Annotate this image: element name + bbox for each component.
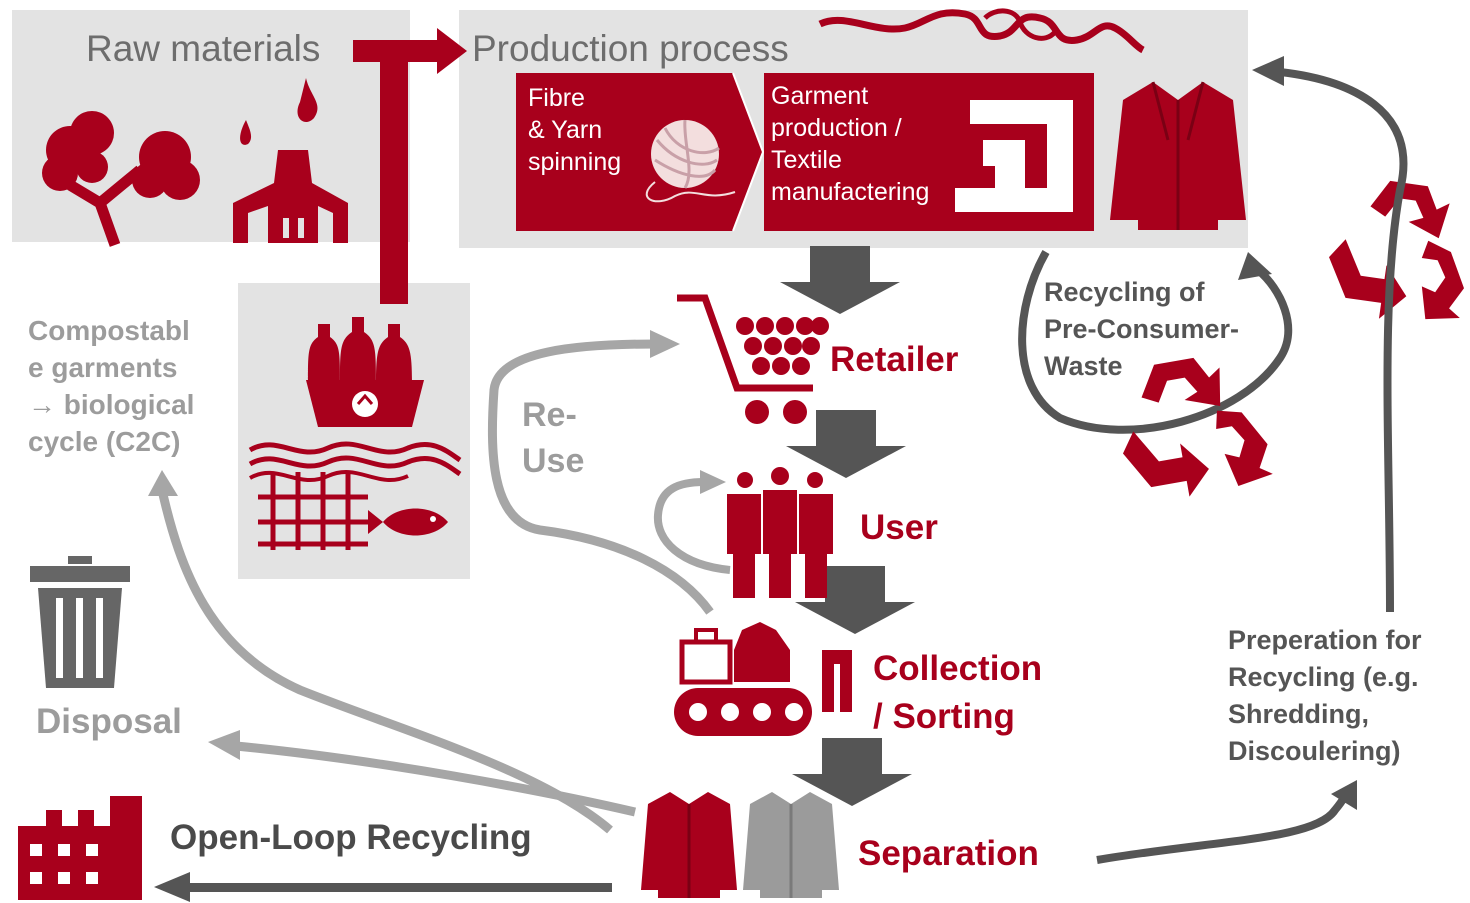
- oil-rig-icon: [233, 78, 348, 243]
- separation-label: Separation: [858, 834, 1039, 873]
- yarn-ball-icon: [645, 119, 736, 203]
- fibre-label: Fibre & Yarn spinning: [528, 84, 622, 176]
- fibre-scribble-icon: [818, 8, 1145, 54]
- conveyor-icon: [674, 622, 852, 736]
- flow-arrow-4: [792, 738, 912, 806]
- reuse-arrows: [487, 330, 731, 615]
- pre-consumer-label: Recycling of Pre-Consumer- Waste: [1044, 277, 1240, 381]
- grey-jacket-icon: [743, 792, 839, 898]
- open-loop-label: Open-Loop Recycling: [170, 818, 532, 857]
- to-preparation-arrow: [1096, 780, 1357, 864]
- factory-icon: [18, 796, 142, 900]
- fibre-box-chevron: [732, 72, 765, 232]
- production-process-title: Production process: [472, 28, 789, 69]
- preparation-label: Preperation for Recycling (e.g. Shreddin…: [1228, 625, 1422, 766]
- trash-can-icon: [30, 556, 130, 688]
- red-jacket-icon: [641, 792, 737, 898]
- sewing-machine-icon: [955, 100, 1073, 212]
- raw-materials-title: Raw materials: [86, 28, 321, 69]
- fishing-net-waste-icon: [248, 441, 462, 550]
- flow-arrow-1: [780, 246, 900, 314]
- collection-sorting-label: Collection / Sorting: [873, 649, 1043, 736]
- users-icon: [727, 467, 833, 598]
- to-production-arrow: [1252, 56, 1408, 613]
- shopping-cart-icon: [677, 294, 829, 424]
- compostable-arrow: [148, 470, 613, 834]
- flow-arrow-2: [786, 410, 906, 478]
- reuse-label: Re- Use: [522, 396, 585, 480]
- bottle-basket-icon: [306, 317, 424, 427]
- jacket-icon: [1110, 81, 1246, 230]
- garment-label: Garment production / Textile manufacteri…: [771, 82, 930, 206]
- flow-arrow-3: [795, 566, 915, 634]
- raw-to-production-arrow: [353, 28, 467, 304]
- user-label: User: [860, 508, 938, 547]
- recycle-symbol-icon: [1122, 357, 1273, 497]
- tree-icon: [42, 111, 200, 247]
- retailer-label: Retailer: [830, 340, 959, 379]
- compostable-label: Compostabl e garments → biological cycle…: [28, 315, 195, 457]
- pre-consumer-loop-arrow: [1018, 250, 1293, 434]
- disposal-arrow: [208, 730, 637, 817]
- disposal-label: Disposal: [36, 702, 182, 741]
- open-loop-arrow: [154, 872, 612, 902]
